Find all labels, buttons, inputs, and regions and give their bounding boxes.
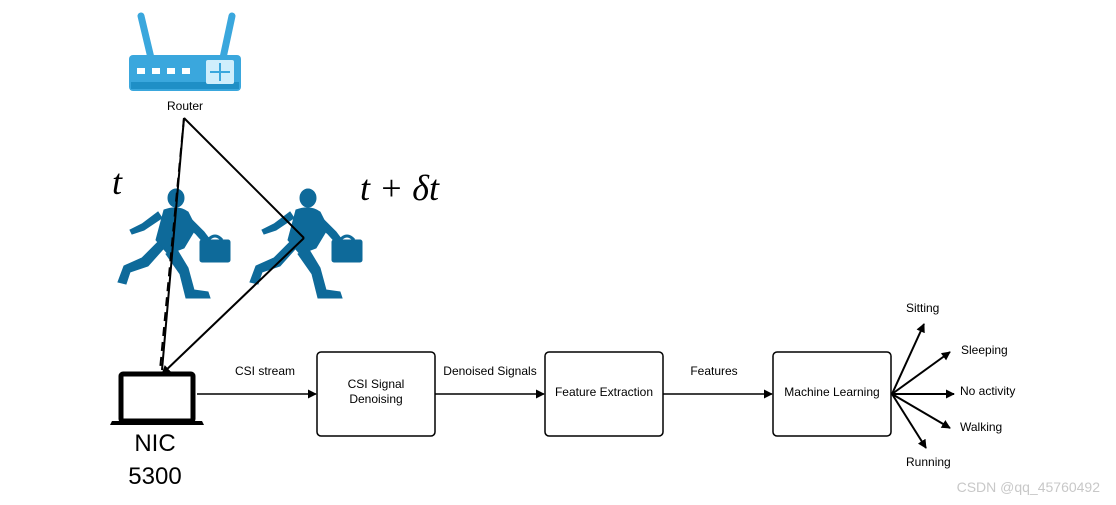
box-machine-learning <box>772 351 892 437</box>
router-label: Router <box>167 99 203 113</box>
edge-label-csi-stream: CSI stream <box>235 364 295 378</box>
arrow-output-walking <box>891 393 951 429</box>
direct-path <box>161 117 185 371</box>
laptop-icon <box>110 371 204 425</box>
signal-paths <box>159 117 305 375</box>
edge-label-denoised-signals: Denoised Signals <box>443 364 536 378</box>
router-icon <box>129 12 241 91</box>
arrow-output-sleeping <box>891 351 951 395</box>
box-csi-denoising-line2: Denoising <box>349 392 402 406</box>
reflection-path-to-device <box>161 237 305 375</box>
reflection-path-to-person <box>183 117 305 239</box>
watermark-text: CSDN @qq_45760492 <box>957 479 1101 495</box>
box-csi-denoising-line1: CSI Signal <box>348 377 405 391</box>
box-feature-extraction <box>544 351 664 437</box>
person-time-t-plus-dt-icon <box>248 187 364 300</box>
output-label-sleeping: Sleeping <box>961 343 1008 357</box>
device-label-model: 5300 <box>128 463 181 490</box>
time-label-t-plus-dt: t + δt <box>360 168 440 208</box>
box-csi-denoising <box>316 351 436 437</box>
output-label-running: Running <box>906 455 951 469</box>
box-feature-extraction-label: Feature Extraction <box>555 385 653 399</box>
arrow-output-sitting <box>891 323 925 395</box>
arrow-output-running <box>891 393 927 449</box>
time-label-t: t <box>112 162 123 202</box>
output-label-sitting: Sitting <box>906 301 939 315</box>
edge-label-features: Features <box>690 364 737 378</box>
output-label-no-activity: No activity <box>960 384 1015 398</box>
device-label-nic: NIC <box>134 430 175 457</box>
output-label-walking: Walking <box>960 420 1002 434</box>
box-machine-learning-label: Machine Learning <box>784 385 879 399</box>
